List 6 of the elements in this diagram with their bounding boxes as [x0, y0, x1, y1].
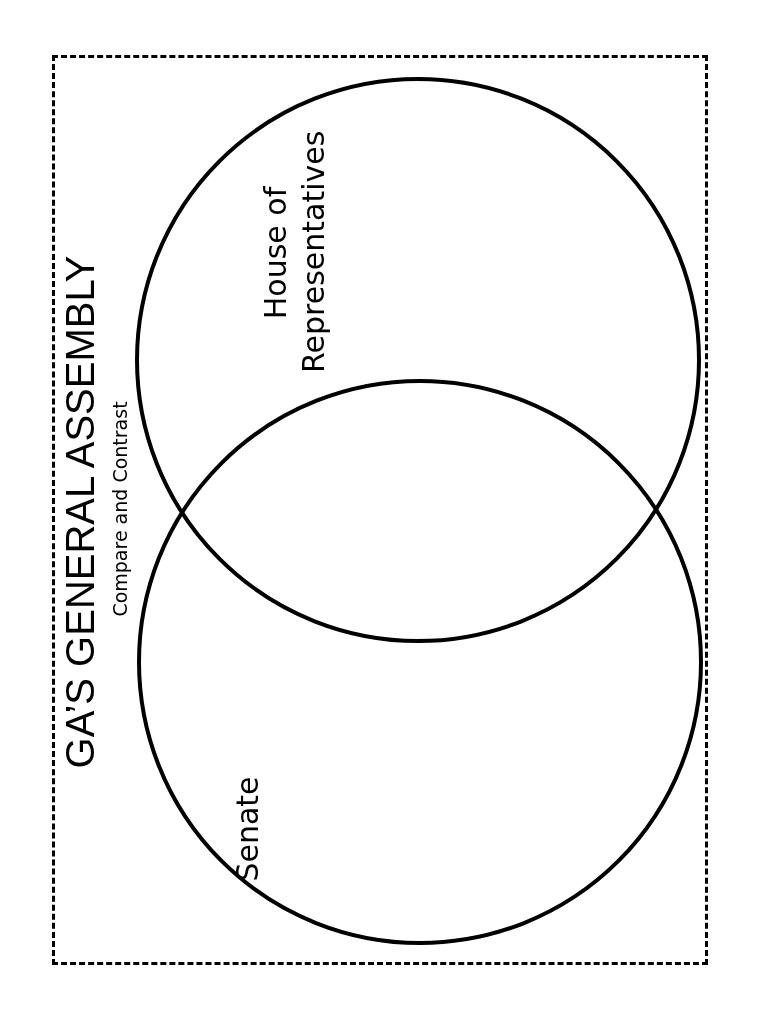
venn-circle: [137, 379, 703, 945]
circle-label: House of Representatives: [257, 133, 332, 373]
subtitle: Compare and Contrast: [108, 400, 132, 619]
venn-circle: [135, 77, 701, 643]
title: GA’S GENERAL ASSEMBLY: [57, 254, 103, 771]
circle-label: Senate: [229, 775, 266, 884]
